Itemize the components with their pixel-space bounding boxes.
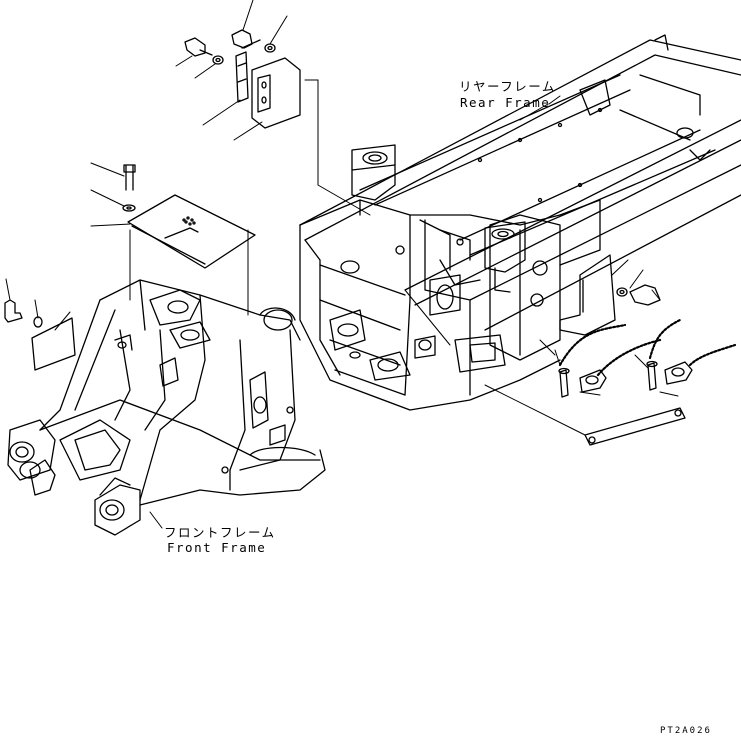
front-side-cover [4,299,76,371]
leader-lines [5,0,679,529]
front-frame-label-jp: フロントフレーム [164,525,276,540]
top-bracket [184,29,301,129]
rear-frame-label-jp: リヤーフレーム [459,79,556,94]
rear-side-cover [559,254,616,336]
rear-frame-label-en: Rear Frame [460,95,551,110]
drawing-code: PT2A026 [660,726,712,736]
floor-plate [127,194,256,269]
front-frame [7,279,326,536]
front-frame-label-en: Front Frame [167,540,267,555]
rear-frame [299,34,741,411]
floor-plate-bolt [122,164,136,212]
lock-bar-assembly [558,284,737,446]
